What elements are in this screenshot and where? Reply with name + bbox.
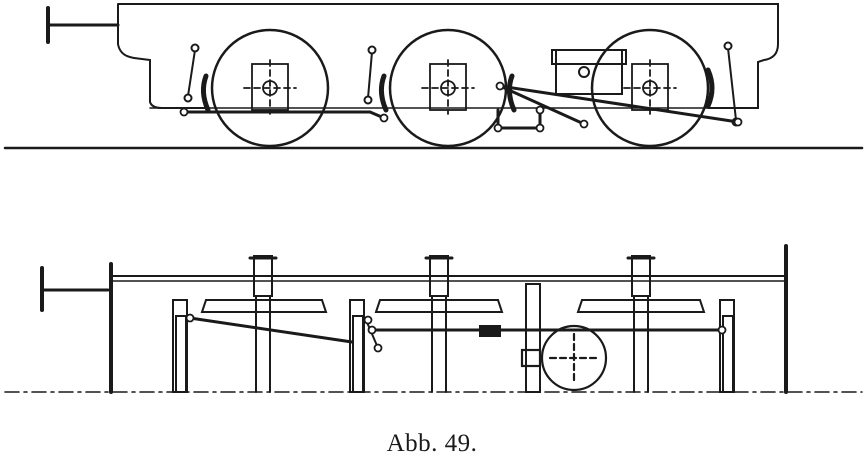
brake-cylinder <box>551 49 627 95</box>
figure-caption: Abb. 49. <box>386 430 478 457</box>
brake-shoe-1 <box>200 73 211 113</box>
wheelset-plan-1 <box>200 255 328 393</box>
axle-box-2 <box>421 59 475 115</box>
plan-view <box>4 244 863 394</box>
axle-box-1 <box>243 59 297 115</box>
side-elevation <box>3 3 864 150</box>
brake-posts <box>172 283 735 393</box>
driving-wheel-3 <box>590 28 710 148</box>
driving-wheel-1 <box>210 28 330 148</box>
brake-shoe-3 <box>506 73 517 113</box>
rod-joints-plan <box>185 313 727 353</box>
rod-joints <box>179 81 743 133</box>
brake-shoe-2 <box>378 73 389 113</box>
wheelset-plan-3 <box>576 255 706 393</box>
turnbuckle <box>479 325 501 337</box>
brake-cylinder-plan <box>520 324 608 392</box>
wheelset-plan-2 <box>374 255 504 393</box>
brake-shoe-4 <box>705 67 715 109</box>
